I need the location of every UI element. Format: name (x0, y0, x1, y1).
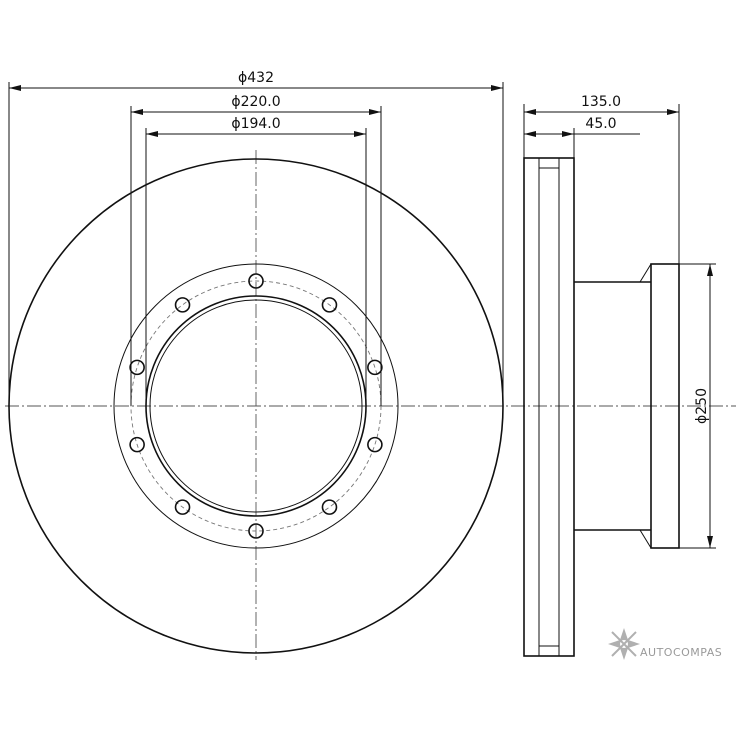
watermark: AUTOCOMPAS (608, 628, 722, 660)
overall-height-label: 135.0 (581, 94, 621, 110)
front-view (5, 150, 736, 660)
watermark-text: AUTOCOMPAS (640, 646, 722, 659)
bolt-hole (367, 359, 383, 376)
pitch-diameter-arrow-left (131, 109, 143, 115)
height-arrow-right (667, 109, 679, 115)
bolt-holes (129, 273, 383, 539)
thickness-arrow-left (524, 131, 536, 137)
bolt-hole (367, 436, 383, 453)
vent-channel (538, 167, 560, 647)
bolt-hole (174, 297, 191, 313)
side-view (523, 157, 680, 657)
outer-diameter-label: ϕ432 (238, 70, 274, 86)
bore-diameter-arrow-left (146, 131, 158, 137)
center-bore-inner (149, 299, 363, 513)
bore-diameter-arrow-right (354, 131, 366, 137)
disc-section-outer (523, 157, 575, 657)
hub-flange-section (650, 263, 680, 549)
bolt-hole (174, 499, 191, 515)
hub-diameter-arrow-top (707, 264, 713, 276)
bolt-hole (248, 273, 264, 289)
pitch-diameter-arrow-right (369, 109, 381, 115)
front-dimensions: ϕ432 ϕ220.0 ϕ194.0 (8, 70, 504, 406)
bore-diameter-label: ϕ194.0 (231, 116, 280, 132)
hub-chamfer-top (639, 263, 652, 283)
side-dimensions: 135.0 45.0 ϕ250 (523, 94, 716, 549)
outer-diameter-arrow-left (9, 85, 21, 91)
hub-diameter-label: ϕ250 (694, 388, 710, 424)
outer-diameter-arrow-right (491, 85, 503, 91)
thickness-arrow-right (562, 131, 574, 137)
height-arrow-left (524, 109, 536, 115)
bolt-hole (321, 499, 338, 515)
hub-diameter-arrow-bottom (707, 536, 713, 548)
bolt-hole (321, 297, 338, 313)
autocompas-logo-icon (608, 628, 640, 660)
hub-chamfer-bottom (639, 529, 652, 549)
bolt-hole (248, 523, 264, 539)
bolt-hole (129, 359, 145, 376)
bolt-hole (129, 436, 145, 453)
disc-thickness-label: 45.0 (585, 116, 616, 132)
hub-flange-outline (113, 263, 399, 549)
pitch-diameter-label: ϕ220.0 (231, 94, 280, 110)
